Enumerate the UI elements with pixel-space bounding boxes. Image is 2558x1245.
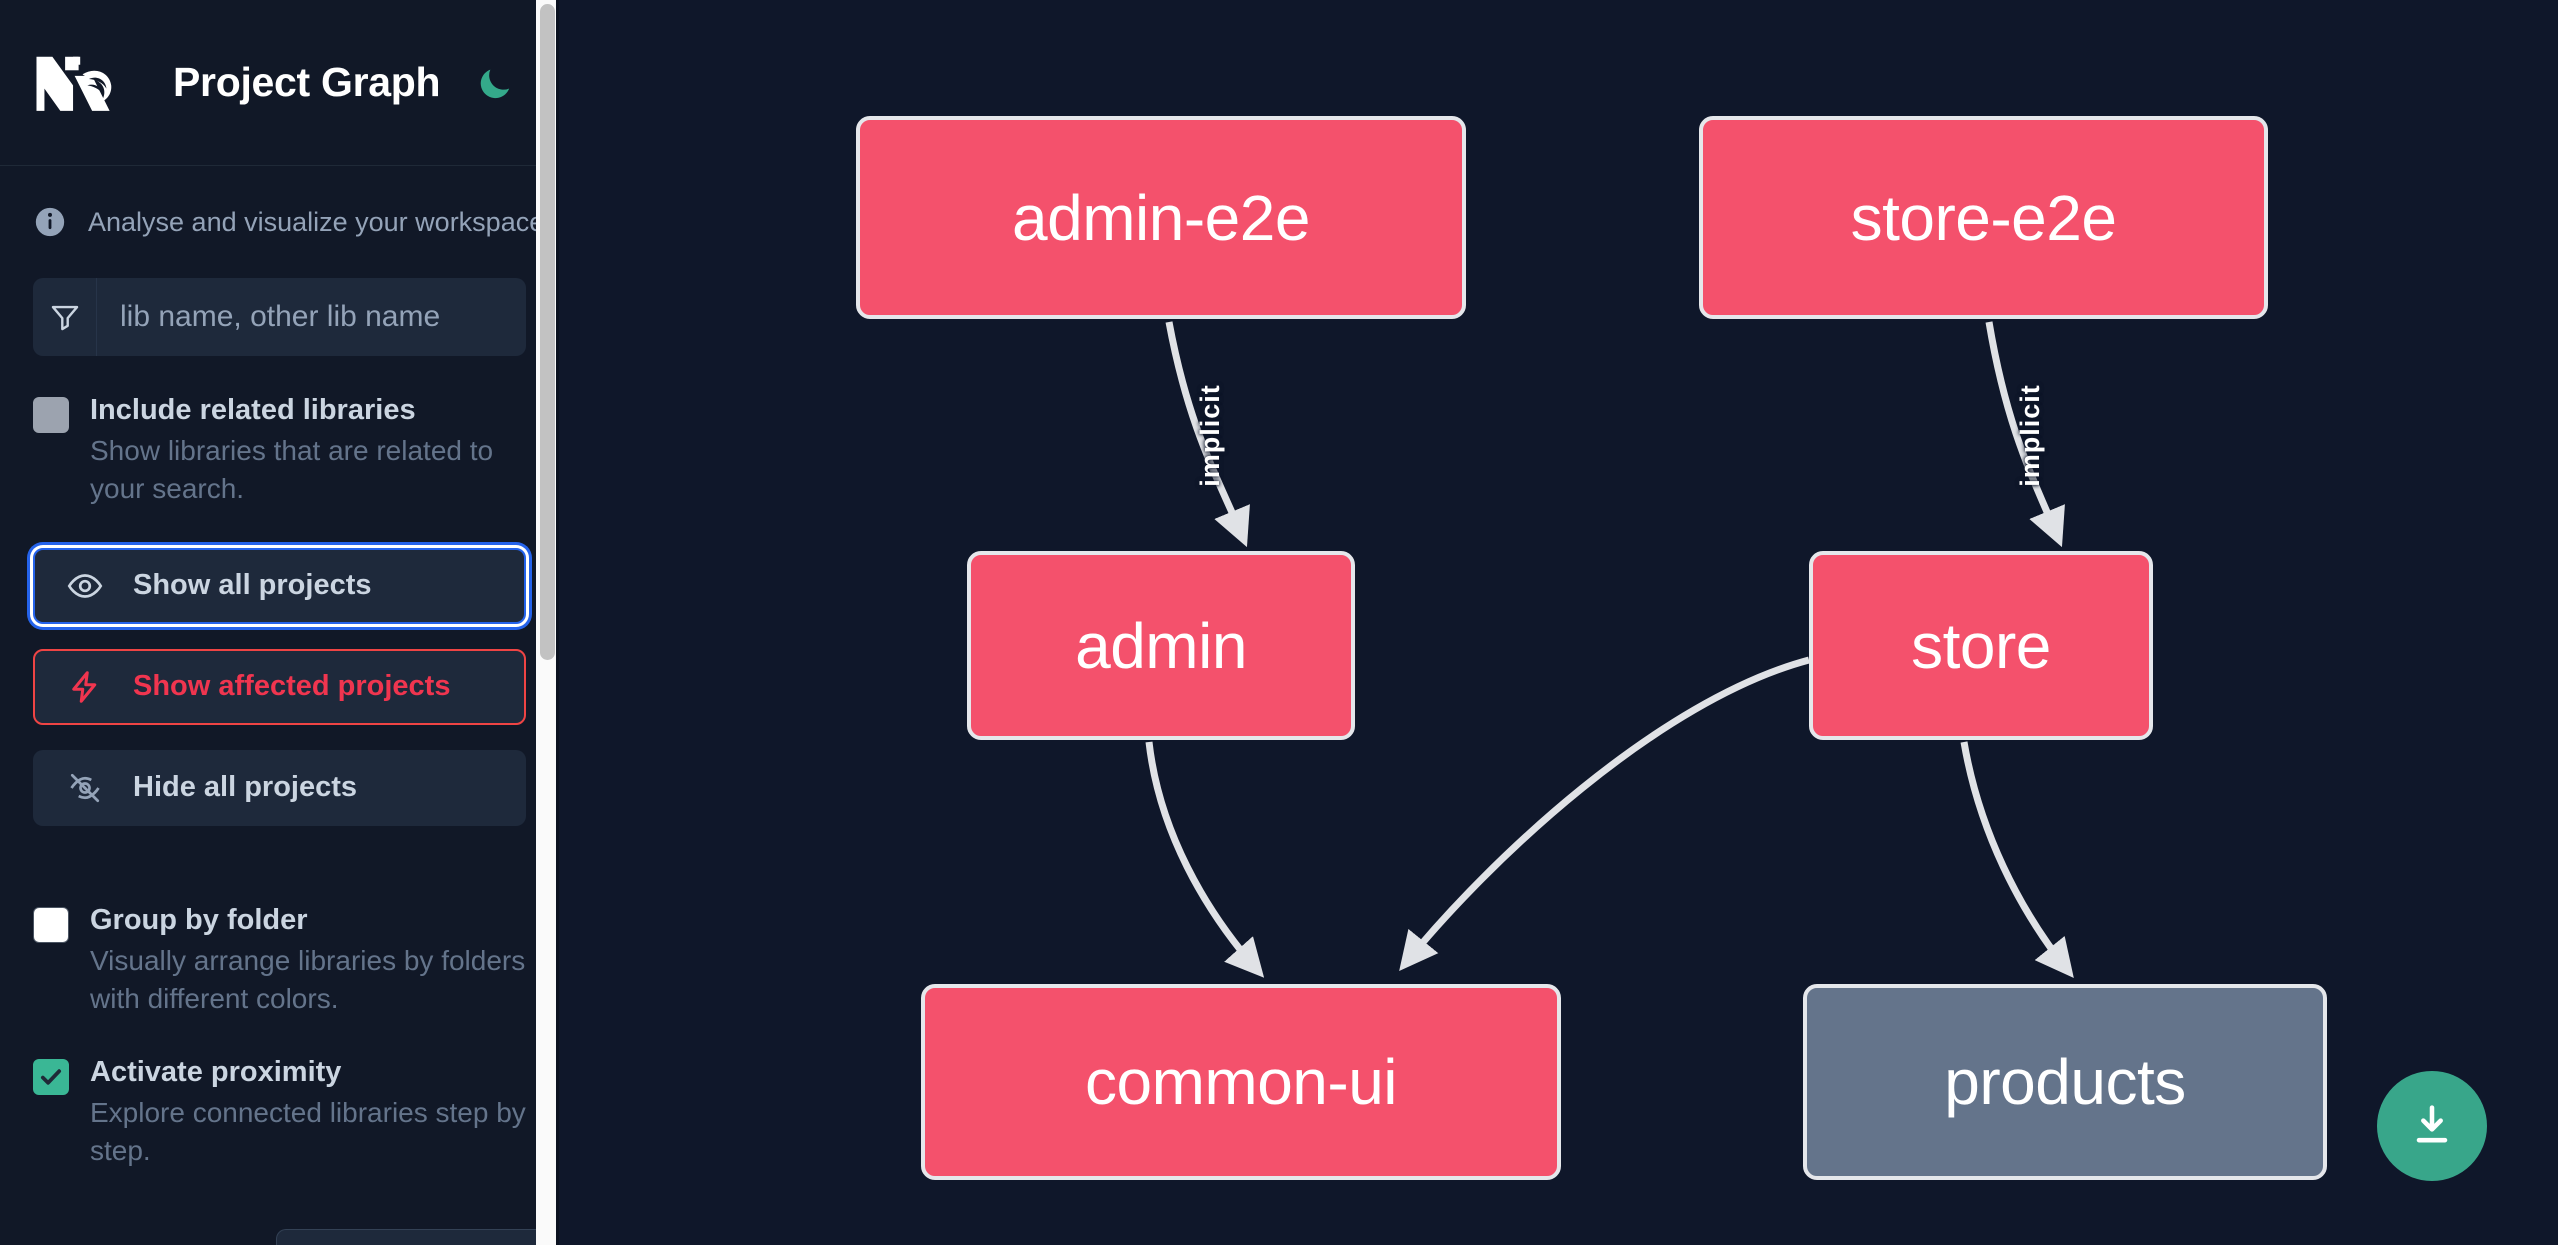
sidebar-scrollbar[interactable] (536, 0, 559, 1245)
option-label: Activate proximity (90, 1055, 342, 1088)
graph-node-store[interactable]: store (1809, 551, 2153, 740)
search-box[interactable] (33, 278, 526, 356)
checkbox-activate-proximity[interactable] (33, 1058, 69, 1095)
edge-store-products (1960, 741, 2074, 978)
node-label: common-ui (1084, 1046, 1398, 1118)
option-label: Group by folder (90, 903, 308, 936)
graph-node-common-ui[interactable]: common-ui (921, 984, 1561, 1180)
option-include-related-libraries[interactable]: Include related libraries Show libraries… (0, 392, 559, 508)
node-label: store (1911, 609, 2051, 682)
button-label: Hide all projects (133, 771, 358, 804)
button-label: Show all projects (133, 569, 372, 602)
graph-canvas[interactable]: admin-e2e store-e2e admin store common-u… (559, 0, 2558, 1245)
info-circle-icon (33, 205, 67, 239)
eye-icon (67, 568, 107, 604)
sidebar-scrollbar-thumb[interactable] (540, 4, 555, 660)
workspace-info-text: Analyse and visualize your workspace. (88, 206, 552, 237)
option-description: Explore connected libraries step by step… (90, 1096, 526, 1166)
moon-icon[interactable] (474, 62, 516, 104)
show-affected-projects-button[interactable]: Show affected projects (33, 648, 526, 725)
hide-all-projects-button[interactable]: Hide all projects (33, 749, 526, 826)
workspace-info: Analyse and visualize your workspace. (0, 166, 559, 278)
edge-admin-e2e-admin (1165, 321, 1250, 548)
edge-admin-common-ui (1145, 741, 1265, 978)
option-description: Show libraries that are related to your … (90, 435, 494, 505)
edge-label-implicit-store: implicit (2014, 384, 2045, 487)
graph-node-admin[interactable]: admin (967, 551, 1355, 740)
download-icon (2406, 1099, 2458, 1154)
bottom-panel-partial (276, 1229, 559, 1245)
node-label: admin-e2e (1012, 181, 1310, 254)
graph-node-store-e2e[interactable]: store-e2e (1699, 116, 2268, 319)
checkbox-group-by-folder[interactable] (33, 906, 69, 943)
sidebar-header: Project Graph (0, 0, 559, 166)
edge-label-implicit-admin: implicit (1194, 384, 1225, 487)
option-label: Include related libraries (90, 394, 416, 426)
checkbox-include-related-libraries[interactable] (33, 397, 69, 433)
edge-store-common-ui (1399, 656, 1810, 971)
show-all-projects-button[interactable]: Show all projects (33, 547, 526, 624)
option-activate-proximity[interactable]: Activate proximity Explore connected lib… (0, 1054, 559, 1170)
filter-icon (33, 278, 97, 356)
page-title: Project Graph (173, 59, 441, 105)
edge-store-e2e-store (1985, 321, 2065, 548)
eye-off-icon (67, 770, 107, 806)
node-label: products (1944, 1046, 2186, 1118)
option-group-by-folder[interactable]: Group by folder Visually arrange librari… (0, 902, 559, 1018)
node-label: admin (1075, 609, 1247, 682)
lightning-icon (67, 669, 107, 705)
graph-node-admin-e2e[interactable]: admin-e2e (856, 116, 1466, 319)
download-button[interactable] (2377, 1071, 2487, 1181)
node-label: store-e2e (1850, 181, 2117, 254)
option-description: Visually arrange libraries by folders wi… (90, 945, 526, 1014)
sidebar-border (556, 0, 559, 1245)
sidebar: Project Graph Analyse and visualize your… (0, 0, 559, 1245)
nx-logo-icon (33, 52, 129, 114)
graph-edges (1145, 321, 2074, 978)
search-input[interactable] (97, 278, 526, 356)
graph-node-products[interactable]: products (1803, 984, 2327, 1180)
button-label: Show affected projects (133, 670, 451, 703)
